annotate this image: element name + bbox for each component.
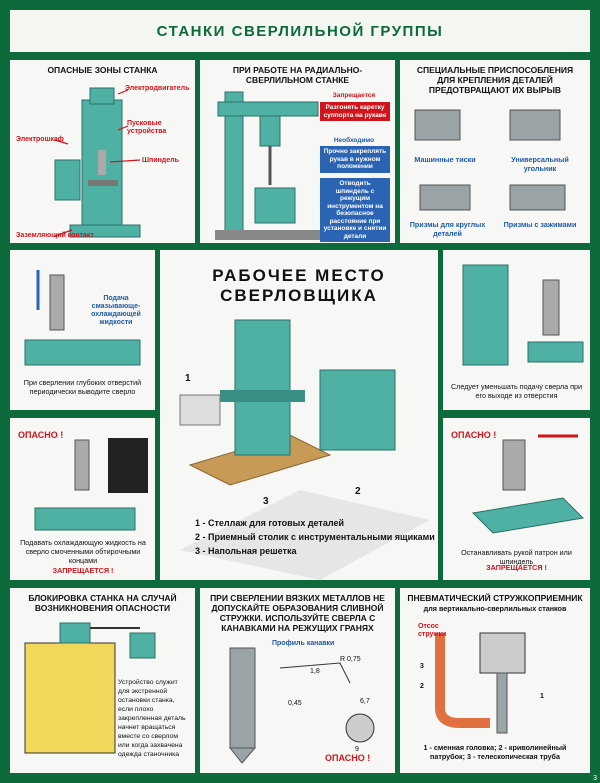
panel-reduce-feed: Следует уменьшать подачу сверла при его … bbox=[443, 250, 590, 410]
callout-2: 2 bbox=[420, 683, 424, 690]
needed-box-2: Отводить шпиндель с режущим инструментом… bbox=[320, 178, 390, 242]
label-vise: Машинные тиски bbox=[414, 155, 476, 164]
reduce-feed-illustration bbox=[462, 264, 584, 366]
label-angle: Универсальный угольник bbox=[511, 155, 569, 173]
label-prisms: Призмы для круглых деталей bbox=[409, 220, 486, 238]
caption: Следует уменьшать подачу сверла при его … bbox=[450, 382, 583, 400]
center-title: РАБОЧЕЕ МЕСТО СВЕРЛОВЩИКА bbox=[212, 266, 386, 305]
panel-heading: ОПАСНЫЕ ЗОНЫ СТАНКА bbox=[47, 65, 158, 75]
legend-item: 2 - Приемный столик с инструментальными … bbox=[195, 532, 435, 542]
dim-radius: R 0,75 bbox=[340, 656, 361, 663]
panel-subheading: для вертикально-сверлильных станков bbox=[423, 604, 567, 613]
dim-4: 9 bbox=[355, 746, 359, 753]
panel-heading: СПЕЦИАЛЬНЫЕ ПРИСПОСОБЛЕНИЯ ДЛЯ КРЕПЛЕНИЯ… bbox=[416, 65, 574, 95]
forbidden-heading: Запрещается bbox=[332, 92, 376, 99]
label-coolant: Подача смазывающе-охлаждающей жидкости bbox=[91, 295, 141, 326]
radial-drill-illustration bbox=[215, 91, 325, 240]
interlock-text: Устройство служит для экстренной останов… bbox=[118, 679, 186, 758]
center-legend: 1 - Стеллаж для готовых деталей 2 - Прие… bbox=[195, 518, 438, 560]
caption: При сверлении глубоких отверстий периоди… bbox=[23, 378, 142, 396]
dim-1: 1,8 bbox=[310, 668, 320, 675]
danger-label: ОПАСНО ! bbox=[18, 430, 64, 440]
label-motor: Электродвигатель bbox=[125, 85, 190, 92]
label-cabinet: Электрошкаф bbox=[16, 136, 64, 143]
dim-3: 6,7 bbox=[360, 698, 370, 705]
page-number: 3 bbox=[593, 775, 597, 782]
callout-3: 3 bbox=[420, 663, 424, 670]
dim-2: 0,45 bbox=[288, 700, 302, 707]
deep-hole-illustration bbox=[24, 270, 141, 366]
panel-coolant-danger: ОПАСНО ! Подавать охлаждающую жидкость н… bbox=[10, 418, 155, 580]
forbidden-label: ЗАПРЕЩАЕТСЯ ! bbox=[486, 563, 547, 572]
caption: Останавливать рукой патрон или шпиндель bbox=[461, 548, 572, 566]
danger-label: ОПАСНО ! bbox=[451, 430, 497, 440]
callout-1: 1 bbox=[540, 693, 544, 700]
stop-spindle-illustration bbox=[471, 434, 585, 534]
panel-interlock: БЛОКИРОВКА СТАНКА НА СЛУЧАЙ ВОЗНИКНОВЕНИ… bbox=[10, 588, 195, 773]
panel-heading: БЛОКИРОВКА СТАНКА НА СЛУЧАЙ ВОЗНИКНОВЕНИ… bbox=[28, 593, 177, 613]
workplace-illustration bbox=[179, 319, 430, 580]
danger-label: ОПАСНО ! bbox=[325, 753, 371, 763]
panel-workplace: РАБОЧЕЕ МЕСТО СВЕРЛОВЩИКА 1 2 3 1 - Стел… bbox=[160, 250, 438, 580]
needed-box-1: Прочно закреплять рукав в нужном положен… bbox=[320, 146, 390, 173]
label-start-devices: Пусковые устройства bbox=[127, 120, 167, 135]
label-profile: Профиль канавки bbox=[272, 640, 335, 647]
callout-1: 1 bbox=[185, 373, 191, 384]
poster-title: СТАНКИ СВЕРЛИЛЬНОЙ ГРУППЫ bbox=[10, 10, 590, 52]
panel-heading: ПРИ РАБОТЕ НА РАДИАЛЬНО-СВЕРЛИЛЬНОМ СТАН… bbox=[232, 65, 363, 85]
callout-3: 3 bbox=[263, 496, 269, 507]
chip-collector-diagram bbox=[435, 632, 526, 734]
legend-item: 3 - Напольная решетка bbox=[195, 546, 297, 556]
drill-bit-diagram bbox=[228, 647, 375, 764]
panel-danger-zones: ОПАСНЫЕ ЗОНЫ СТАНКА Электродвигатель Пус… bbox=[10, 60, 195, 243]
callout-2: 2 bbox=[355, 486, 361, 497]
panel-heading: ПРИ СВЕРЛЕНИИ ВЯЗКИХ МЕТАЛЛОВ НЕ ДОПУСКА… bbox=[210, 593, 385, 633]
panel-chip-collector: ПНЕВМАТИЧЕСКИЙ СТРУЖКОПРИЕМНИК для верти… bbox=[400, 588, 590, 773]
panel-radial-drill: ПРИ РАБОТЕ НА РАДИАЛЬНО-СВЕРЛИЛЬНОМ СТАН… bbox=[200, 60, 395, 243]
panel-deep-holes: Подача смазывающе-охлаждающей жидкости П… bbox=[10, 250, 155, 410]
legend-item: 1 - Стеллаж для готовых деталей bbox=[195, 518, 344, 528]
label-ground: Заземляющий контакт bbox=[16, 232, 94, 239]
needed-heading: Необходимо bbox=[333, 137, 375, 144]
drill-press-illustration bbox=[54, 87, 141, 238]
forbidden-label: ЗАПРЕЩАЕТСЯ ! bbox=[52, 566, 114, 575]
caption: Подавать охлаждающую жидкость на сверло … bbox=[20, 538, 146, 565]
panel-heading: ПНЕВМАТИЧЕСКИЙ СТРУЖКОПРИЕМНИК bbox=[407, 593, 583, 603]
panel-viscous-metals: ПРИ СВЕРЛЕНИИ ВЯЗКИХ МЕТАЛЛОВ НЕ ДОПУСКА… bbox=[200, 588, 395, 773]
interlock-diagram bbox=[24, 622, 156, 754]
panel-stop-spindle: ОПАСНО ! Останавливать рукой патрон или … bbox=[443, 418, 590, 580]
forbidden-box: Разгонять каретку суппорта на рукаве bbox=[320, 102, 390, 121]
panel-fixtures: СПЕЦИАЛЬНЫЕ ПРИСПОСОБЛЕНИЯ ДЛЯ КРЕПЛЕНИЯ… bbox=[400, 60, 590, 243]
caption: 1 - сменная головка; 2 - криволинейный п… bbox=[423, 743, 567, 761]
label-suction: Отсос стружки bbox=[418, 623, 447, 638]
label-prisms-clamp: Призмы с зажимами bbox=[503, 220, 577, 229]
fixtures-illustration bbox=[414, 109, 566, 211]
label-spindle: Шпиндель bbox=[142, 157, 179, 164]
coolant-danger-illustration bbox=[34, 438, 148, 531]
